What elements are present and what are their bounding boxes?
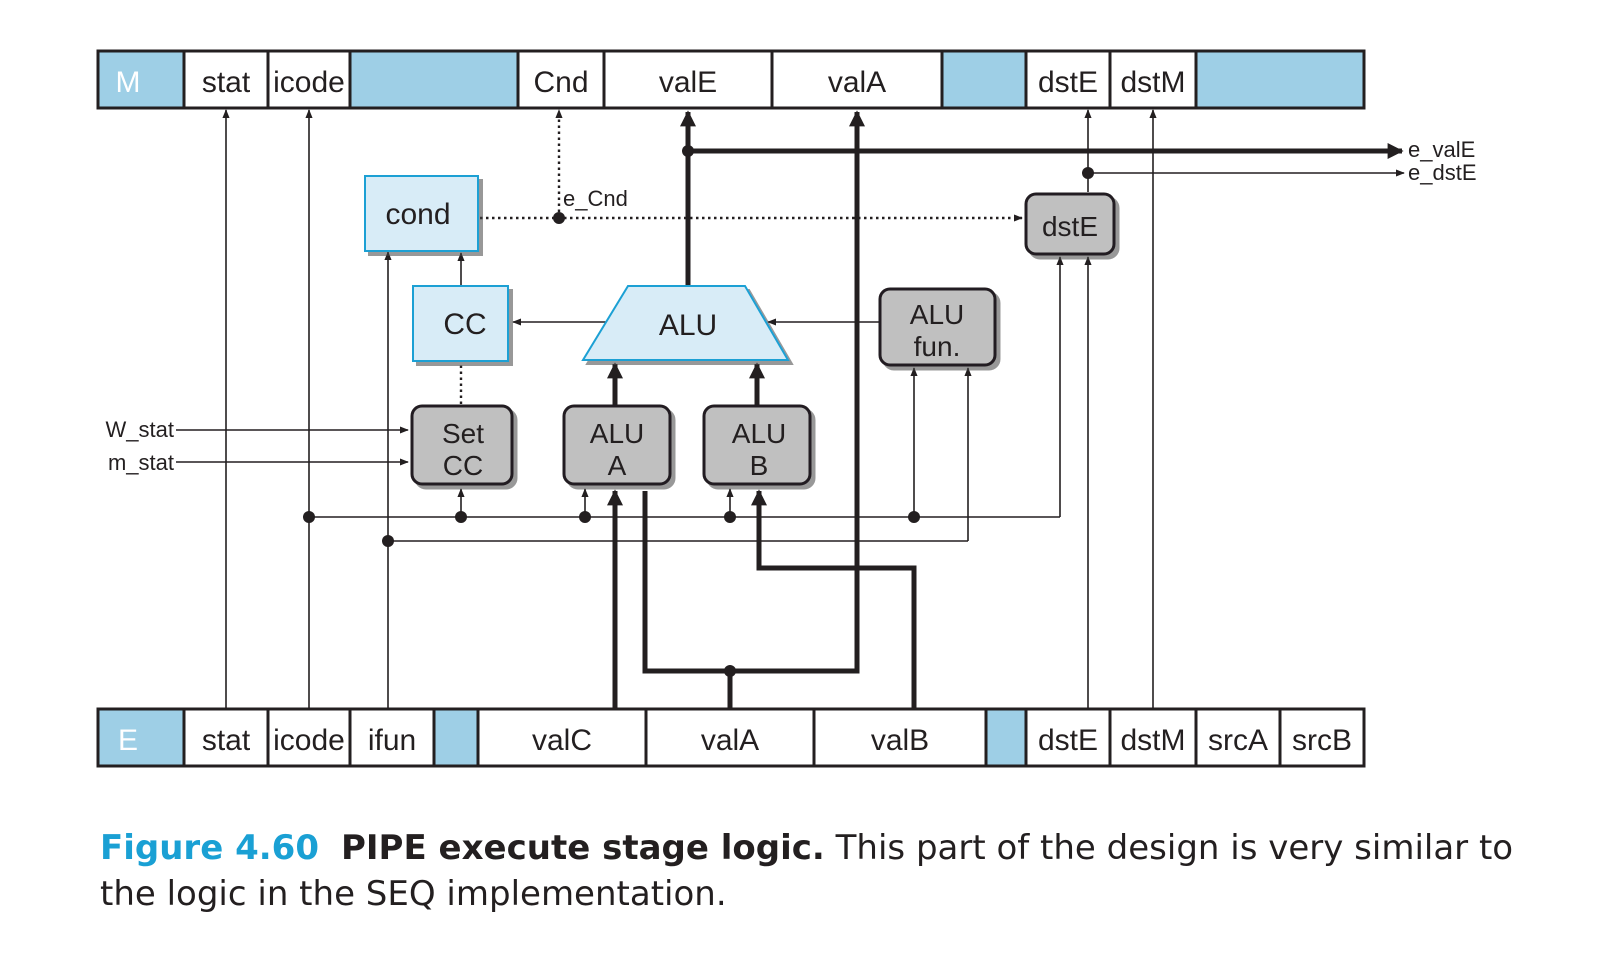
alu-a-label-line2: A: [608, 450, 627, 481]
e-field-stat: stat: [202, 724, 251, 757]
set-cc-block: Set CC: [410, 404, 514, 486]
figure-title: PIPE execute stage logic.: [340, 828, 825, 868]
e-field-dste: dstE: [1038, 724, 1098, 757]
junction-dots: [303, 145, 1094, 677]
e-field-srcb: srcB: [1292, 724, 1352, 757]
e-cnd-signal-label: e_Cnd: [563, 186, 628, 211]
e-field-vala: valA: [701, 724, 759, 757]
e-field-ifun: ifun: [368, 724, 416, 757]
alu-a-block: ALU A: [562, 404, 672, 486]
alu-b-block: ALU B: [702, 404, 812, 486]
cc-unit: CC: [412, 285, 509, 362]
alu-fun-label-line2: fun.: [914, 331, 961, 362]
e-field-valb: valB: [871, 724, 929, 757]
m-stat-input-label: m_stat: [108, 450, 174, 475]
data-buses: [607, 110, 1404, 709]
e-field-valc: valC: [532, 724, 592, 757]
m-register-label: M: [116, 66, 141, 99]
alu-b-label-line2: B: [750, 450, 769, 481]
e-pipeline-register: E stat icode ifun valC valA valB dstE ds…: [96, 707, 1366, 768]
set-cc-label-line2: CC: [443, 450, 483, 481]
figure-caption: Figure 4.60 PIPE execute stage logic. Thi…: [100, 825, 1540, 917]
alu-a-label-line1: ALU: [590, 418, 644, 449]
figure-description: This part of the design is very similar …: [100, 828, 1514, 914]
alu-unit: ALU: [581, 285, 790, 361]
set-cc-label-line1: Set: [442, 418, 484, 449]
m-field-vala: valA: [828, 66, 886, 99]
m-field-dste: dstE: [1038, 66, 1098, 99]
w-stat-input-label: W_stat: [106, 417, 174, 442]
cc-label: CC: [443, 308, 486, 341]
e-vale-output-label: e_valE: [1408, 137, 1475, 162]
cond-unit: cond: [364, 175, 479, 252]
e-field-dstm: dstM: [1120, 724, 1185, 757]
figure-number: Figure 4.60: [100, 828, 319, 868]
alu-b-label-line1: ALU: [732, 418, 786, 449]
m-field-dstm: dstM: [1120, 66, 1185, 99]
m-field-stat: stat: [202, 66, 251, 99]
e-dste-output-label: e_dstE: [1408, 160, 1477, 185]
alu-fun-label-line1: ALU: [910, 299, 964, 330]
cond-label: cond: [385, 198, 450, 231]
m-field-vale: valE: [659, 66, 717, 99]
alu-label: ALU: [659, 309, 717, 342]
dste-block: dstE: [1024, 192, 1116, 256]
e-field-srca: srcA: [1208, 724, 1268, 757]
m-field-icode: icode: [273, 66, 345, 99]
alu-fun-block: ALU fun.: [878, 287, 997, 367]
dste-label: dstE: [1042, 211, 1098, 242]
m-field-cnd: Cnd: [533, 66, 588, 99]
e-register-label: E: [118, 724, 138, 757]
m-pipeline-register: M stat icode Cnd valE valA dstE dstM: [96, 49, 1366, 110]
condition-wires: [459, 109, 1023, 404]
e-field-icode: icode: [273, 724, 345, 757]
control-wires: [176, 109, 1405, 709]
